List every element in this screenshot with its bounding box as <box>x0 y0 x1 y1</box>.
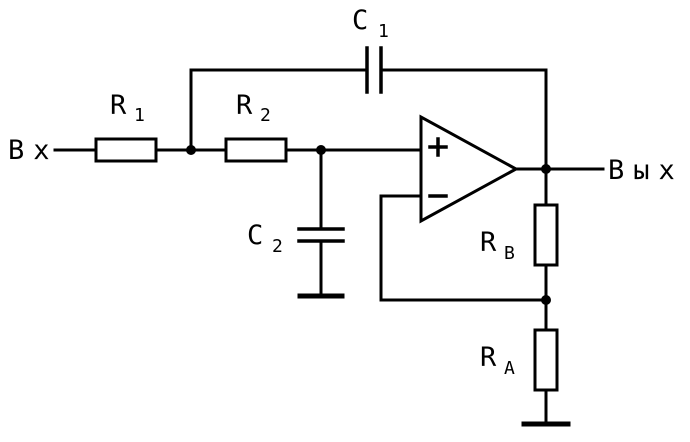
label-rb: R B <box>480 227 515 264</box>
label-ra-sub: A <box>504 358 515 379</box>
capacitor-c1 <box>365 46 383 94</box>
label-c2-name: C <box>247 220 263 251</box>
resistor-r2 <box>224 137 288 163</box>
opamp-plus-icon <box>428 137 448 157</box>
label-c1: C 1 <box>352 5 389 42</box>
input-label: Вх <box>8 135 59 166</box>
junction-node <box>316 145 326 155</box>
capacitor-c2 <box>297 227 345 243</box>
label-r1-sub: 1 <box>134 105 145 126</box>
label-c2: C 2 <box>247 220 283 257</box>
resistor-rb <box>533 203 559 267</box>
label-ra-name: R <box>480 342 497 373</box>
resistor-ra <box>533 328 559 392</box>
resistor-r1 <box>94 137 158 163</box>
output-label: Вых <box>608 155 684 186</box>
label-r1: R 1 <box>110 90 145 126</box>
label-r2-sub: 2 <box>260 105 271 126</box>
label-r1-name: R <box>110 90 127 121</box>
wire-feedback <box>379 194 548 302</box>
opamp <box>419 114 520 224</box>
label-c1-sub: 1 <box>378 21 389 42</box>
label-c2-sub: 2 <box>272 236 283 257</box>
opamp-triangle <box>419 114 520 224</box>
label-rb-sub: B <box>504 243 515 264</box>
label-r2-name: R <box>236 90 253 121</box>
junction-node <box>541 164 551 174</box>
junction-node <box>541 295 551 305</box>
label-c1-name: C <box>352 5 368 36</box>
label-r2: R 2 <box>236 90 271 126</box>
label-ra: R A <box>480 342 515 379</box>
junction-node <box>186 145 196 155</box>
label-rb-name: R <box>480 227 497 258</box>
